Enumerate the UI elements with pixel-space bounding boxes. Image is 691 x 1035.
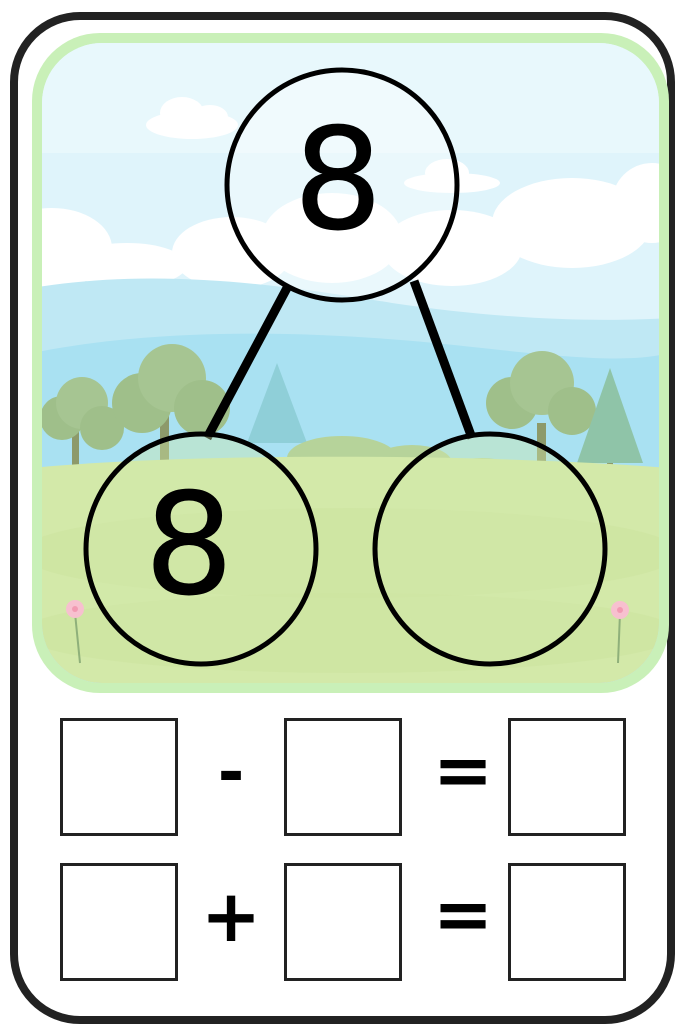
equals-sign: = <box>428 878 498 950</box>
minus-sign: - <box>196 738 266 808</box>
scene-illustration: 8 8 <box>32 33 669 693</box>
equation-1-box-1[interactable] <box>60 718 178 836</box>
equals-sign: = <box>428 734 498 806</box>
plus-sign: + <box>196 880 266 952</box>
part-left-number: 8 <box>144 464 233 627</box>
equation-1-box-2[interactable] <box>284 718 402 836</box>
part-circle-right[interactable] <box>375 434 605 664</box>
whole-number: 8 <box>293 99 382 262</box>
number-bond-scene: 8 8 <box>32 33 669 693</box>
equation-2-box-1[interactable] <box>60 863 178 981</box>
equation-2-box-3[interactable] <box>508 863 626 981</box>
equation-1-box-3[interactable] <box>508 718 626 836</box>
equation-2-box-2[interactable] <box>284 863 402 981</box>
